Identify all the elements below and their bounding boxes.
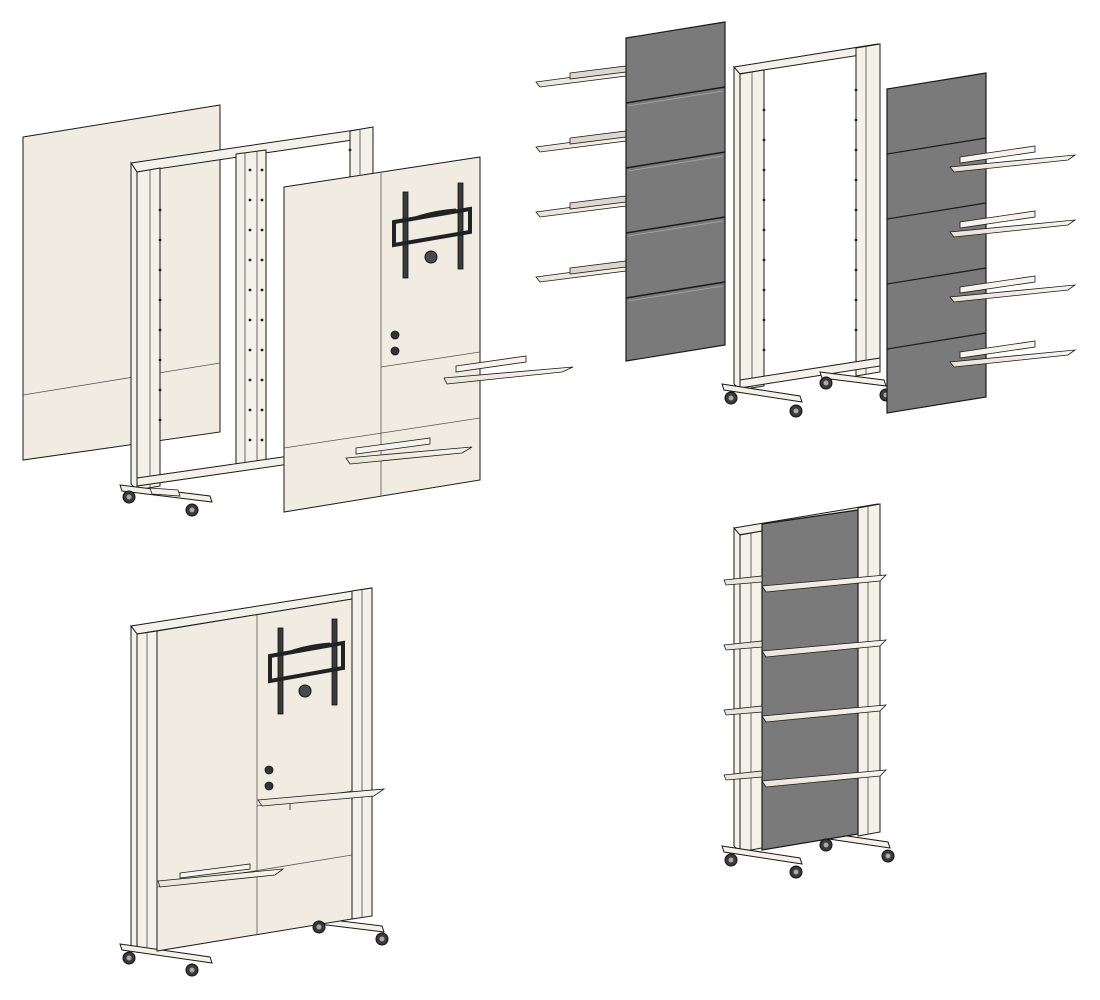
casters <box>122 920 389 977</box>
casters <box>122 490 199 517</box>
assembled-panels <box>156 598 353 952</box>
gray-panel-stack-left <box>625 21 726 362</box>
tv-mount-icon <box>268 618 345 715</box>
shelf <box>157 863 285 888</box>
back-panel <box>22 104 221 461</box>
front-panel <box>283 156 481 513</box>
assembled-gray-panel <box>761 509 859 851</box>
shelf <box>257 788 386 810</box>
frame-holes <box>158 148 352 442</box>
view-assembled-gray <box>721 503 895 879</box>
casters <box>724 376 893 418</box>
view-exploded-cream <box>22 104 574 517</box>
casters <box>724 838 895 879</box>
assembled-shelves <box>723 574 888 788</box>
shelf-column-left <box>535 65 627 283</box>
view-exploded-gray <box>535 21 1077 418</box>
cable-port-icon <box>264 765 274 791</box>
mobile-frame <box>721 43 887 403</box>
view-assembled-cream <box>119 587 389 977</box>
shelf <box>345 437 473 465</box>
mobile-frame <box>119 587 385 964</box>
cable-port-icon <box>390 330 400 356</box>
shelf-column-right <box>949 145 1077 368</box>
shelf <box>443 355 574 385</box>
tv-mount-icon <box>392 182 472 279</box>
